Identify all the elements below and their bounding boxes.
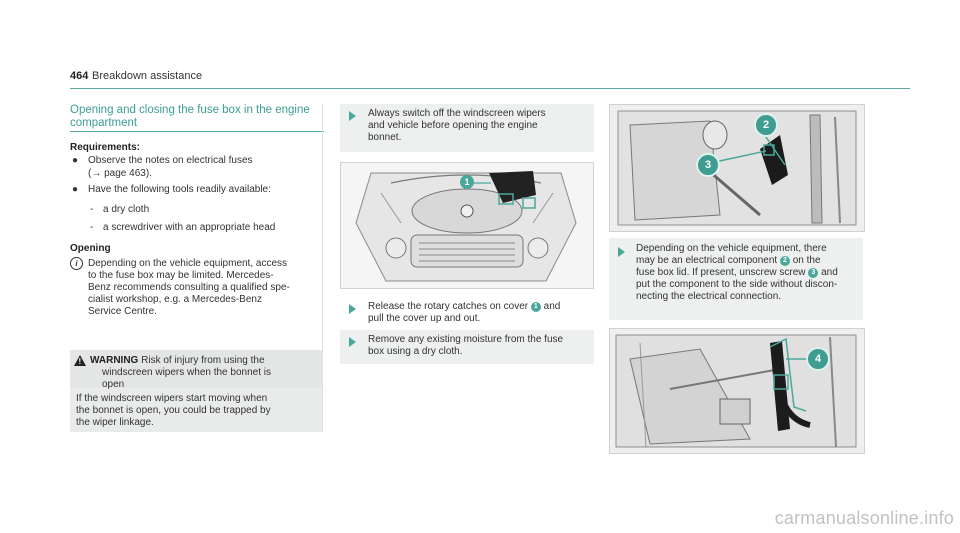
dash-marker: -	[90, 204, 94, 215]
callout-3: 3	[696, 153, 720, 177]
step-1-text: Always switch off the windscreen wipers …	[368, 108, 546, 143]
step-arrow-icon	[349, 304, 356, 314]
watermark: carmanualsonline.info	[774, 508, 954, 528]
opening-heading: Opening	[70, 243, 111, 254]
step-arrow-icon	[618, 247, 625, 257]
callout-2: 2	[754, 113, 778, 137]
figure-fuse-box-open: 4	[609, 328, 865, 454]
warning-body-box	[70, 388, 322, 432]
section-rule	[70, 131, 324, 132]
step-2-text: Release the rotary catches on cover 1 an…	[368, 301, 561, 324]
requirement-sub-2: a screwdriver with an appropriate head	[103, 222, 276, 233]
requirement-1-line2: (→ page 463).	[88, 168, 152, 179]
engine-bay-illustration	[341, 163, 593, 288]
step-3-text: Remove any existing moisture from the fu…	[368, 334, 564, 357]
fuse-box-open-illustration	[610, 329, 864, 453]
section-title-line1: Opening and closing the fuse box in the …	[70, 104, 310, 116]
callout-1: 1	[460, 175, 474, 189]
warning-label: WARNING	[90, 355, 139, 366]
bullet-dot: ●	[72, 184, 79, 195]
callout-4: 4	[806, 347, 830, 371]
info-icon: i	[70, 257, 83, 270]
figure-fuse-box-lid: 2 3	[609, 104, 865, 232]
step-arrow-icon	[349, 111, 356, 121]
section-title: Opening and closing the fuse box in the …	[70, 104, 324, 130]
header-rule	[70, 88, 910, 89]
step-4-box	[609, 238, 863, 320]
requirement-2: Have the following tools readily availab…	[88, 184, 271, 195]
step-1-box	[340, 104, 594, 152]
warning-triangle-icon	[74, 355, 86, 366]
step-4-text: Depending on the vehicle equipment, ther…	[636, 243, 838, 302]
warning-exclamation: !	[78, 357, 82, 366]
warning-header-box	[70, 350, 322, 388]
page-header-title: Breakdown assistance	[92, 70, 203, 82]
step-arrow-icon	[349, 337, 356, 347]
warning-header-text: WARNING Risk of injury from using the wi…	[90, 355, 271, 390]
fuse-box-lid-illustration	[610, 105, 864, 231]
inline-callout-3: 3	[808, 268, 819, 278]
inline-callout-1: 1	[530, 302, 541, 312]
requirement-1-line1: Observe the notes on electrical fuses	[88, 155, 253, 166]
figure-engine-bay: 1	[340, 162, 594, 289]
step-3-box	[340, 330, 594, 364]
column-divider	[322, 104, 323, 432]
info-text: Depending on the vehicle equipment, acce…	[88, 258, 290, 317]
section-title-line2: compartment	[70, 117, 138, 129]
dash-marker: -	[90, 222, 94, 233]
page-number: 464	[70, 70, 89, 82]
warning-body-text: If the windscreen wipers start moving wh…	[76, 393, 271, 428]
requirement-sub-1: a dry cloth	[103, 204, 150, 215]
requirements-heading: Requirements:	[70, 142, 141, 153]
inline-callout-2: 2	[779, 256, 790, 266]
bullet-dot: ●	[72, 155, 79, 166]
